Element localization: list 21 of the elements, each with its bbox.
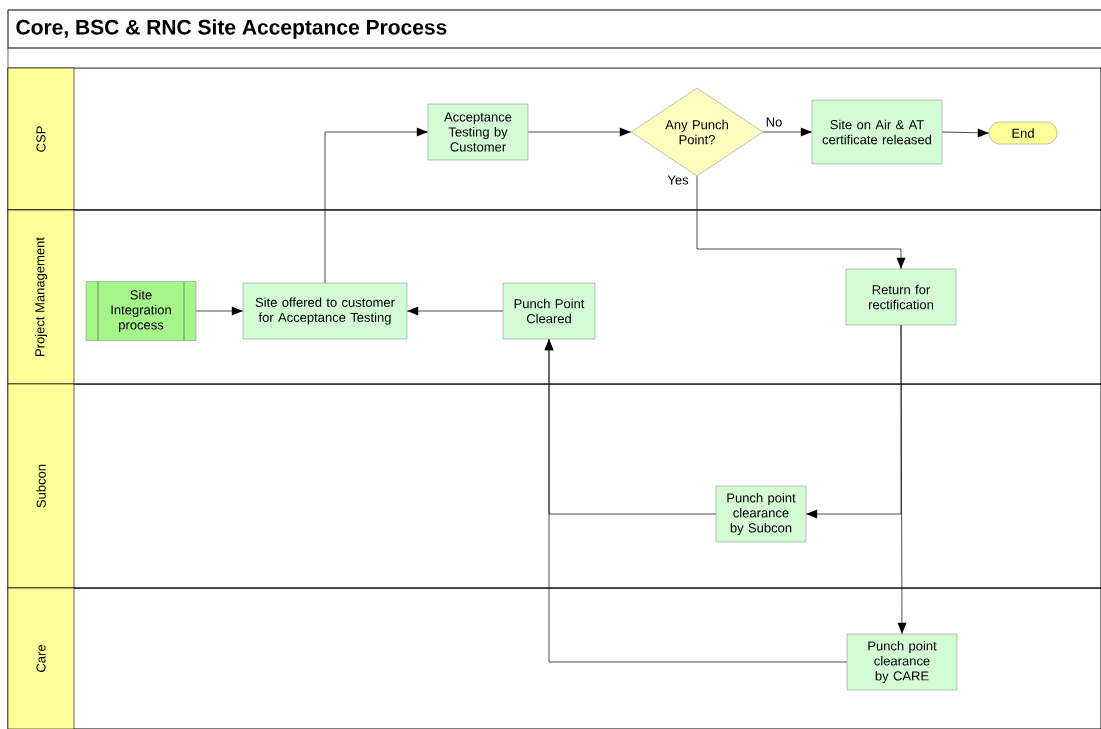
process-box: Punch point clearance by CARE [846,633,958,691]
process-box: Acceptance Testing by Customer [427,103,529,161]
subprocess-box: Site Integration process [85,281,197,341]
process-box: Site offered to customer for Acceptance Testing [242,282,408,340]
arrow [324,127,429,284]
process-box: Site on Air & AT certificate released [811,99,943,165]
process-box: Punch Point Cleared [502,282,596,340]
arrow [762,127,813,137]
arrow [527,127,632,137]
title-bar: Core, BSC & RNC Site Acceptance Process [7,9,1101,49]
edge-label: No [766,117,782,127]
arrow [897,324,907,635]
arrow [195,306,244,316]
arrow [941,128,990,138]
arrow [544,338,848,663]
terminator: End [988,121,1058,145]
arrow [696,175,906,270]
process-box: Punch point clearance by Subcon [715,485,807,543]
process-box: Return for rectification [845,268,957,326]
edge-label: Yes [667,175,689,185]
arrow [406,306,504,316]
